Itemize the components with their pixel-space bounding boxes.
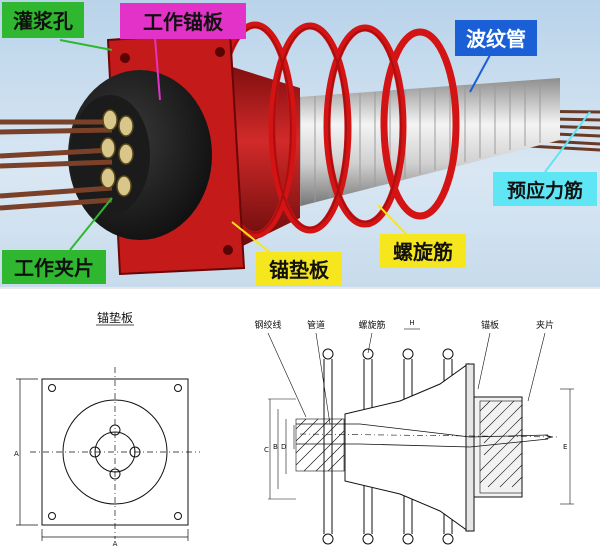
dim-label-H: H <box>409 319 414 327</box>
duct-label: 波纹管 <box>466 27 526 51</box>
anchorage-photo: 灌浆孔 工作锚板 波纹管 预应力筋 螺旋筋 锚垫板 工作夹片 <box>0 0 600 287</box>
section-leaders <box>267 328 546 425</box>
bearing-plate-label: 锚垫板 <box>269 258 330 282</box>
section-dimension-lines <box>268 388 574 505</box>
duct-pointer <box>469 54 491 93</box>
grout-hole-label: 灌浆孔 <box>13 9 73 33</box>
working-clip-label: 工作夹片 <box>14 256 94 280</box>
tendon-pointer <box>544 111 591 173</box>
dim-label-B: B <box>273 443 278 451</box>
label-clip: 夹片 <box>536 319 554 331</box>
duct-label-box <box>455 20 537 56</box>
grout-hole-label-box <box>2 2 84 38</box>
spiral-pointer <box>377 204 409 237</box>
left-block-section <box>295 418 345 472</box>
dim-label-C: C <box>264 446 269 454</box>
plate-dimension-lines <box>16 378 189 541</box>
trumpet-section <box>344 363 523 532</box>
bearing-plate-pointer <box>231 221 273 255</box>
left-strands <box>0 119 113 211</box>
working-anchor-label: 工作锚板 <box>143 10 224 34</box>
plate-bolt-hole <box>223 245 233 255</box>
working-clip-label-box <box>2 250 106 284</box>
plate-front-view <box>30 367 200 539</box>
section-separator <box>0 287 600 289</box>
dim-label-A-left: A <box>14 450 19 458</box>
tendon-label-box <box>493 172 597 206</box>
plate-title: 锚垫板 <box>97 310 133 325</box>
spiral-rebar <box>213 21 460 239</box>
label-strand: 钢绞线 <box>254 319 281 331</box>
working-clip-pointer <box>69 197 113 251</box>
working-clips <box>100 109 134 197</box>
plate-bolt-hole <box>215 47 225 57</box>
tendon-label: 预应力筋 <box>507 179 583 202</box>
working-anchor-pointer <box>154 37 161 101</box>
duct-core <box>296 423 561 448</box>
dim-label-D: D <box>281 443 286 451</box>
label-spiral: 螺旋筋 <box>358 319 385 331</box>
label-duct: 管道 <box>307 319 325 331</box>
dim-label-E: E <box>563 443 567 451</box>
grout-hole-pointer <box>59 39 113 51</box>
technical-drawing: 锚垫板 A A 钢绞线 管道 螺旋筋 锚板 夹片 H <box>0 289 600 549</box>
working-anchor-label-box <box>120 3 246 39</box>
label-anchor-plate: 锚板 <box>481 319 499 331</box>
plate-bolt-hole <box>120 53 130 63</box>
spiral-label: 螺旋筋 <box>393 240 453 264</box>
spiral-label-box <box>380 234 466 268</box>
dim-label-A-bottom: A <box>113 540 118 548</box>
bearing-plate-label-box <box>256 252 342 286</box>
